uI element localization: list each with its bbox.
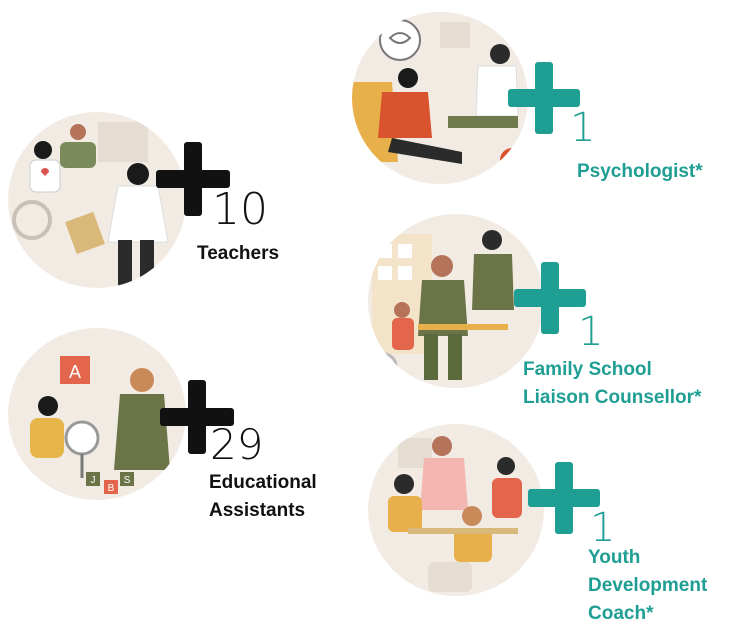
teachers-scene-svg [12, 122, 169, 288]
plus-icon [514, 262, 586, 334]
plus-icon [160, 380, 234, 454]
psychologist-scene-svg [352, 19, 524, 172]
youth-coach-count: 1 [590, 505, 616, 551]
psychologist-illustration [352, 12, 528, 184]
plus-icon [528, 462, 600, 534]
plus-icon [508, 62, 580, 134]
teachers-count: 10 [212, 184, 268, 235]
block-b-letter: B [108, 483, 115, 494]
educational-scene-svg: A J S B [30, 356, 170, 494]
educational-assistants-illustration: A J S B [8, 328, 186, 500]
youth-scene-svg [388, 436, 522, 592]
youth-coach-label: Youth Development Coach* [588, 547, 708, 624]
block-s-letter: S [124, 475, 131, 486]
liaison-label: Family School Liaison Counsellor* [523, 359, 702, 408]
teachers-illustration [8, 112, 186, 288]
teachers-label: Teachers [197, 243, 280, 264]
liaison-illustration [368, 214, 544, 388]
psychologist-count: 1 [570, 105, 596, 151]
youth-coach-illustration [368, 424, 544, 596]
educational-assistants-label: Educational Assistants [209, 472, 317, 521]
block-a-letter: A [69, 362, 81, 382]
plus-icon [156, 142, 230, 216]
liaison-scene-svg [370, 228, 514, 380]
liaison-count: 1 [578, 309, 604, 355]
psychologist-label: Psychologist* [577, 161, 703, 182]
educational-assistants-count: 29 [210, 420, 264, 469]
block-j-letter: J [91, 475, 96, 486]
